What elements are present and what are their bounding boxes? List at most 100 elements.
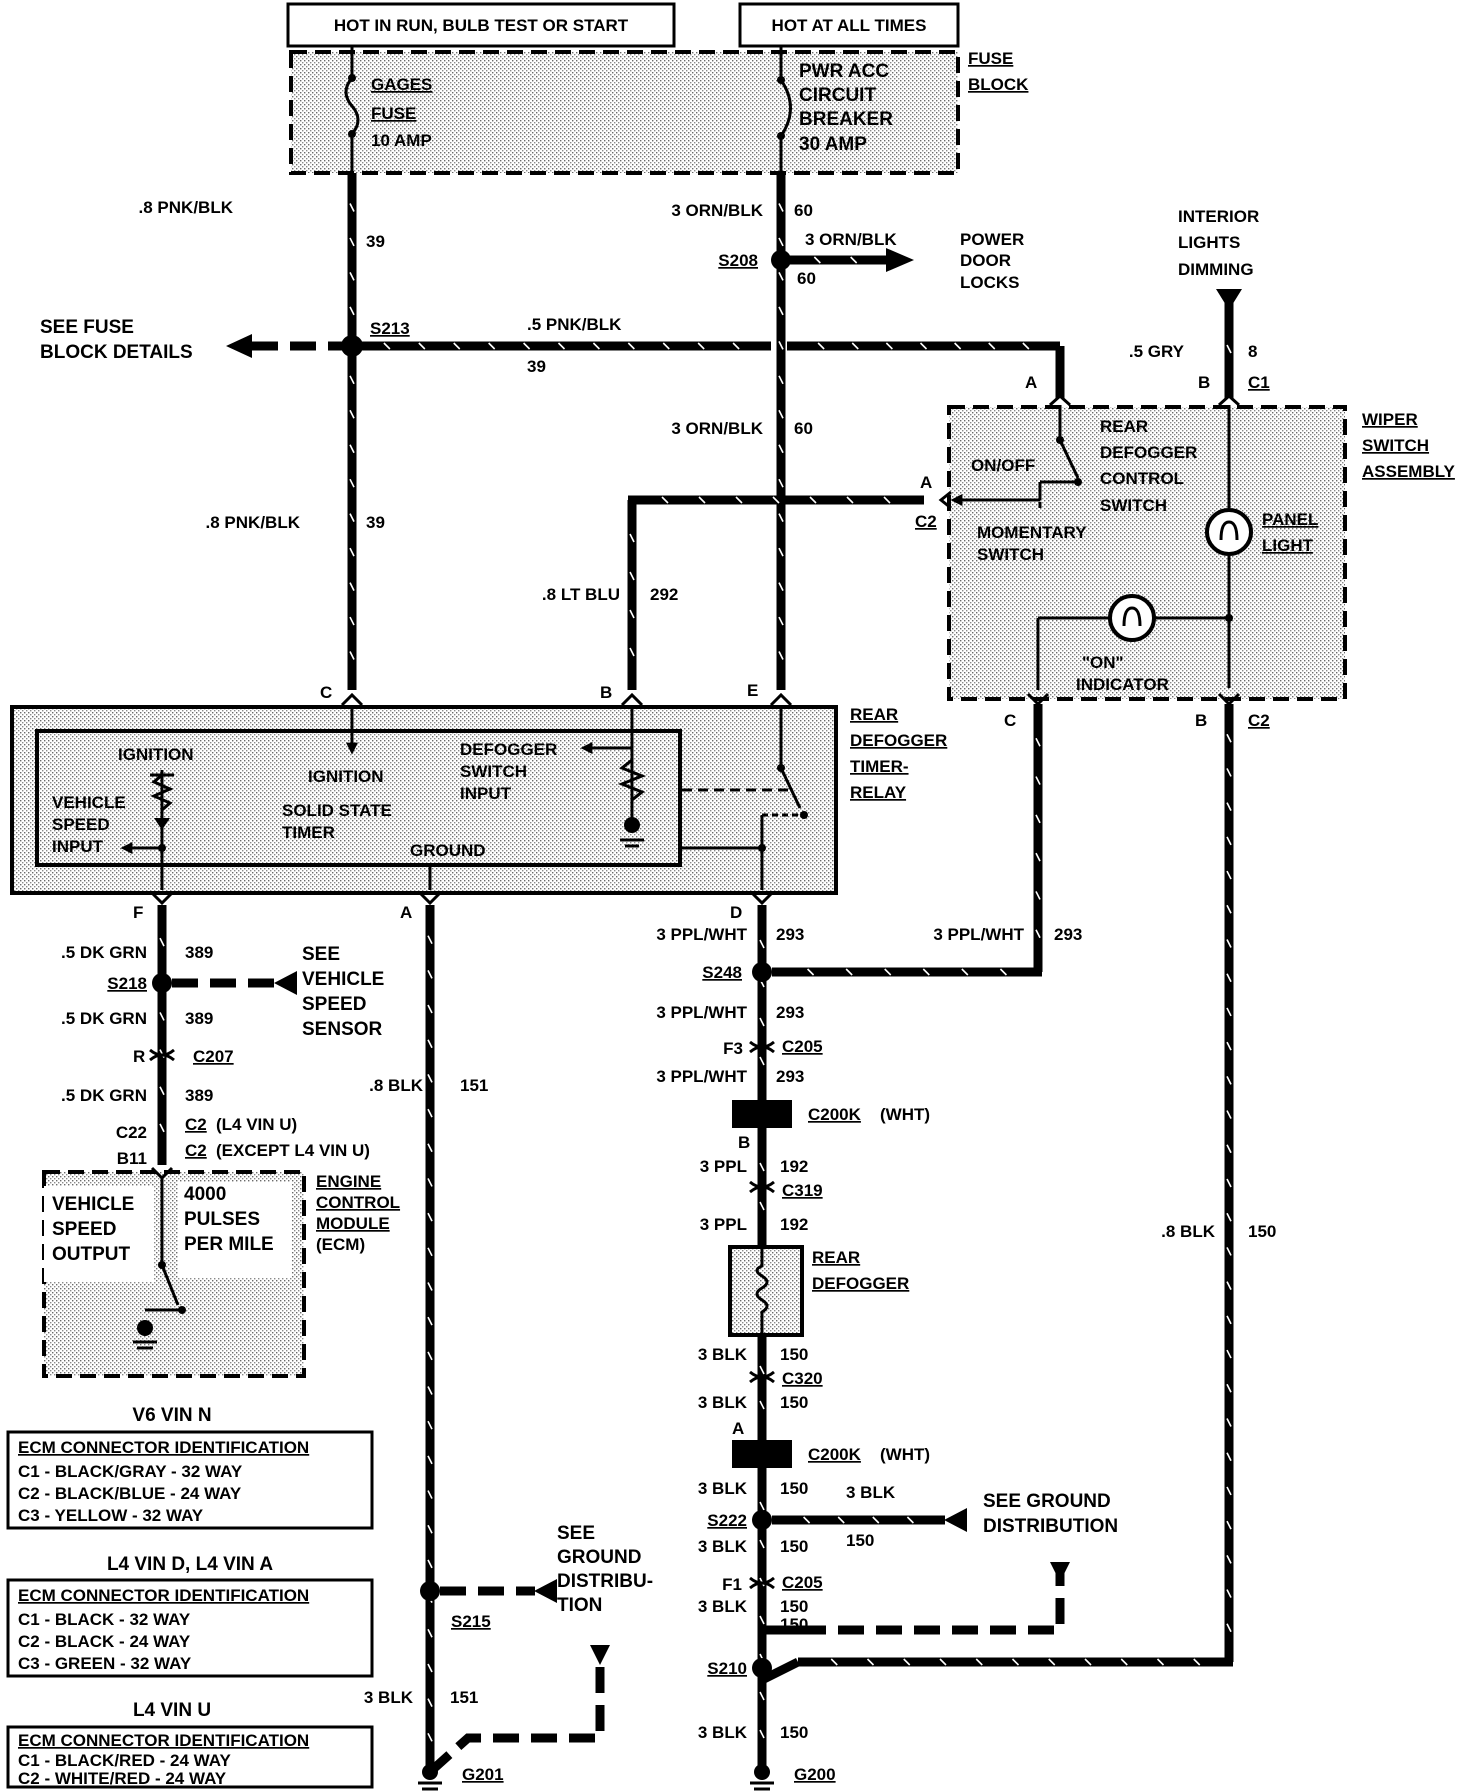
circuit-60: 3 ORN/BLK 60 3 ORN/BLK 60 S208 3 ORN/BLK…: [671, 173, 1024, 690]
wire-texture-tick: [778, 306, 784, 316]
momentary-2: SWITCH: [977, 545, 1044, 564]
gd-b-label-1: SEE GROUND: [983, 1491, 1111, 1512]
wire-texture-tick: [778, 375, 784, 385]
wire-texture-tick: [349, 478, 355, 488]
wire-texture-tick: [349, 375, 355, 385]
circuit-150: 3 BLK 150 C320 3 BLK 150 A C200K (WHT) 3…: [698, 704, 1276, 1791]
ecm-c2-a-note: (L4 VIN U): [216, 1115, 297, 1134]
wire-texture-tick: [418, 342, 426, 350]
wire-texture-tick: [488, 342, 496, 350]
power-door-label-1: POWER: [960, 230, 1024, 249]
gages-amp-label: 10 AMP: [371, 131, 432, 150]
wire-texture-tick: [845, 968, 853, 976]
connector-c200k-a: C200K: [808, 1105, 862, 1124]
wire-39-c-num: 39: [366, 513, 385, 532]
ground-g201-label: G201: [462, 1765, 504, 1784]
rear-defogger-timer-relay: REAR DEFOGGER TIMER- RELAY C B E: [10, 681, 947, 922]
ecm-table-l4-da-row: C2 - BLACK - 24 WAY: [18, 1632, 191, 1651]
wire-texture-tick: [427, 1628, 433, 1638]
wire-texture-tick: [830, 1658, 838, 1666]
wire-151-b-label: 3 BLK: [364, 1688, 414, 1707]
vss-label-1: SEE: [302, 944, 340, 965]
wire-texture-tick: [557, 342, 566, 350]
wire-texture-tick: [427, 1732, 433, 1742]
splice-s208-label: S208: [718, 251, 758, 270]
control-switch-blade: [1058, 439, 1080, 479]
gages-fuse-label: FUSE: [371, 104, 416, 123]
wire-texture-tick: [903, 1658, 911, 1666]
timer-sst-2: TIMER: [282, 823, 335, 842]
wire-389-b-label: .5 DK GRN: [61, 1009, 147, 1028]
wire-texture-tick: [1226, 1349, 1232, 1359]
wire-texture-tick: [523, 342, 531, 350]
pin-timer-c: C: [320, 683, 332, 702]
wire-texture-tick: [922, 968, 930, 976]
wire-texture-tick: [999, 968, 1007, 976]
ecm-name-2: CONTROL: [316, 1193, 400, 1212]
wire-texture-tick: [159, 1012, 165, 1021]
wire-texture-tick: [1035, 814, 1041, 824]
rear-control-4: SWITCH: [1100, 496, 1167, 515]
wire-texture-tick: [759, 1691, 765, 1701]
fuse-details-arrow: [226, 334, 252, 358]
wire-292-num: 292: [650, 585, 678, 604]
splice-s248-dot: [752, 962, 772, 982]
wire-389-a-num: 389: [185, 943, 213, 962]
vss-arrow: [274, 971, 297, 995]
wire-texture-tick: [427, 1212, 433, 1222]
ecm-table-l4-u: L4 VIN U ECM CONNECTOR IDENTIFICATION C1…: [6, 1700, 374, 1789]
wire-151-a-num: 151: [460, 1076, 488, 1095]
wire-texture-tick: [349, 306, 355, 316]
pin-wiper-c: C: [1004, 711, 1016, 730]
wiper-title-2: SWITCH: [1362, 436, 1429, 455]
wire-texture-tick: [427, 1143, 433, 1153]
wire-texture-tick: [759, 1400, 765, 1410]
on-indicator-bulb-icon: [1108, 594, 1156, 642]
panel-light-bulb-icon: [1205, 508, 1253, 556]
wire-150-b-label: 3 BLK: [698, 1393, 748, 1412]
wire-texture-tick: [803, 1516, 811, 1524]
connector-c319: C319: [782, 1181, 823, 1200]
pin-wiper-b-top: B: [1198, 373, 1210, 392]
wire-texture-tick: [759, 1201, 765, 1211]
ecm-name-4: (ECM): [316, 1235, 365, 1254]
wire-texture-tick: [159, 1123, 165, 1133]
wire-150-a-num: 150: [780, 1345, 808, 1364]
gd-a-label-3: DISTRIBU-: [557, 1571, 653, 1592]
wire-texture-tick: [349, 582, 355, 591]
wire-texture-tick: [427, 1074, 433, 1083]
timer-ignition-a: IGNITION: [118, 745, 194, 764]
wire-8-num: 8: [1248, 342, 1257, 361]
wire-texture-tick: [988, 342, 996, 350]
wire-texture-tick: [629, 609, 635, 619]
wire-texture-tick: [759, 1615, 765, 1625]
fuse-block: FUSE BLOCK GAGES FUSE 10 AMP PWR ACC CIR…: [289, 46, 1029, 175]
wire-texture-tick: [778, 582, 784, 591]
ecm-c2-b-note: (EXCEPT L4 VIN U): [216, 1141, 370, 1160]
ecm-name-1: ENGINE: [316, 1172, 381, 1191]
wire-151-a-label: .8 BLK: [369, 1076, 424, 1095]
wire-8-label: .5 GRY: [1129, 342, 1185, 361]
wire-texture-tick: [1226, 939, 1232, 948]
wire-192-a-num: 192: [780, 1157, 808, 1176]
pwr-acc-label: PWR ACC: [799, 61, 889, 82]
breaker-label: BREAKER: [799, 109, 893, 130]
wire-texture-tick: [427, 1108, 433, 1118]
ecm-pin-b11: B11: [117, 1149, 147, 1168]
wire-texture-tick: [1226, 1589, 1232, 1598]
wire-texture-tick: [629, 571, 635, 581]
wire-texture-tick: [427, 970, 433, 979]
wire-150-d-label: 3 BLK: [698, 1537, 748, 1556]
ecm-pulses-3: PER MILE: [184, 1234, 274, 1255]
wire-texture-tick: [1035, 852, 1041, 862]
interior-label-1: INTERIOR: [1178, 207, 1259, 226]
connector-c200k-b-block: [732, 1440, 792, 1468]
wire-150-long-label: .8 BLK: [1161, 1222, 1216, 1241]
wire-texture-tick: [813, 256, 821, 264]
rear-defogger-label-1: REAR: [812, 1248, 860, 1267]
connector-c1: C1: [1248, 373, 1270, 392]
wire-texture-tick: [1226, 1315, 1232, 1325]
ecm-pin-c22: C22: [116, 1123, 147, 1142]
pin-f1: F1: [722, 1575, 742, 1594]
